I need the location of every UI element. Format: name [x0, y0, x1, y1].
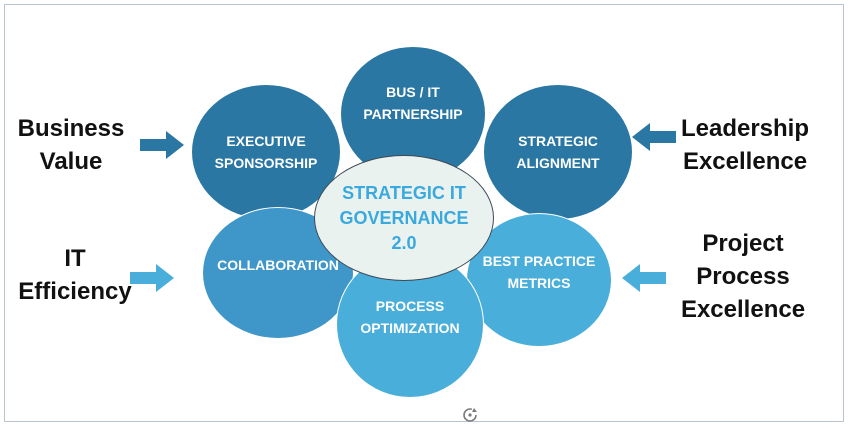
label-it-efficiency: IT Efficiency: [18, 245, 132, 305]
circle-strategic-alignment: STRATEGIC ALIGNMENT: [483, 84, 633, 220]
label-leadership-excellence: Leadership Excellence: [680, 115, 810, 175]
circle-collaboration-label: COLLABORATION: [217, 257, 339, 273]
circle-strategic-alignment-label: STRATEGIC ALIGNMENT: [516, 133, 600, 171]
circle-best-practice-metrics-label: BEST PRACTICE METRICS: [482, 253, 596, 291]
label-business-value: Business Value: [17, 115, 125, 175]
arrow-left-icon: [632, 123, 676, 151]
center-label: STRATEGIC IT GOVERNANCE 2.0: [339, 182, 469, 253]
circle-process-optimization-label: PROCESS OPTIMIZATION: [360, 297, 460, 336]
arrow-right-icon: [130, 264, 174, 292]
circle-bus-it-partnership-label: BUS / IT PARTNERSHIP: [363, 84, 463, 122]
circle-executive-sponsorship: EXECUTIVE SPONSORSHIP: [191, 84, 341, 220]
label-project-process-excellence: Project Process Excellence: [680, 230, 806, 323]
refresh-icon[interactable]: [461, 406, 479, 424]
arrow-right-icon: [140, 131, 184, 159]
circle-best-practice-metrics: BEST PRACTICE METRICS: [466, 213, 612, 347]
circle-executive-sponsorship-label: EXECUTIVE SPONSORSHIP: [214, 133, 318, 171]
center-strategic-it-governance: STRATEGIC IT GOVERNANCE 2.0: [314, 155, 494, 281]
arrow-left-icon: [622, 264, 666, 292]
